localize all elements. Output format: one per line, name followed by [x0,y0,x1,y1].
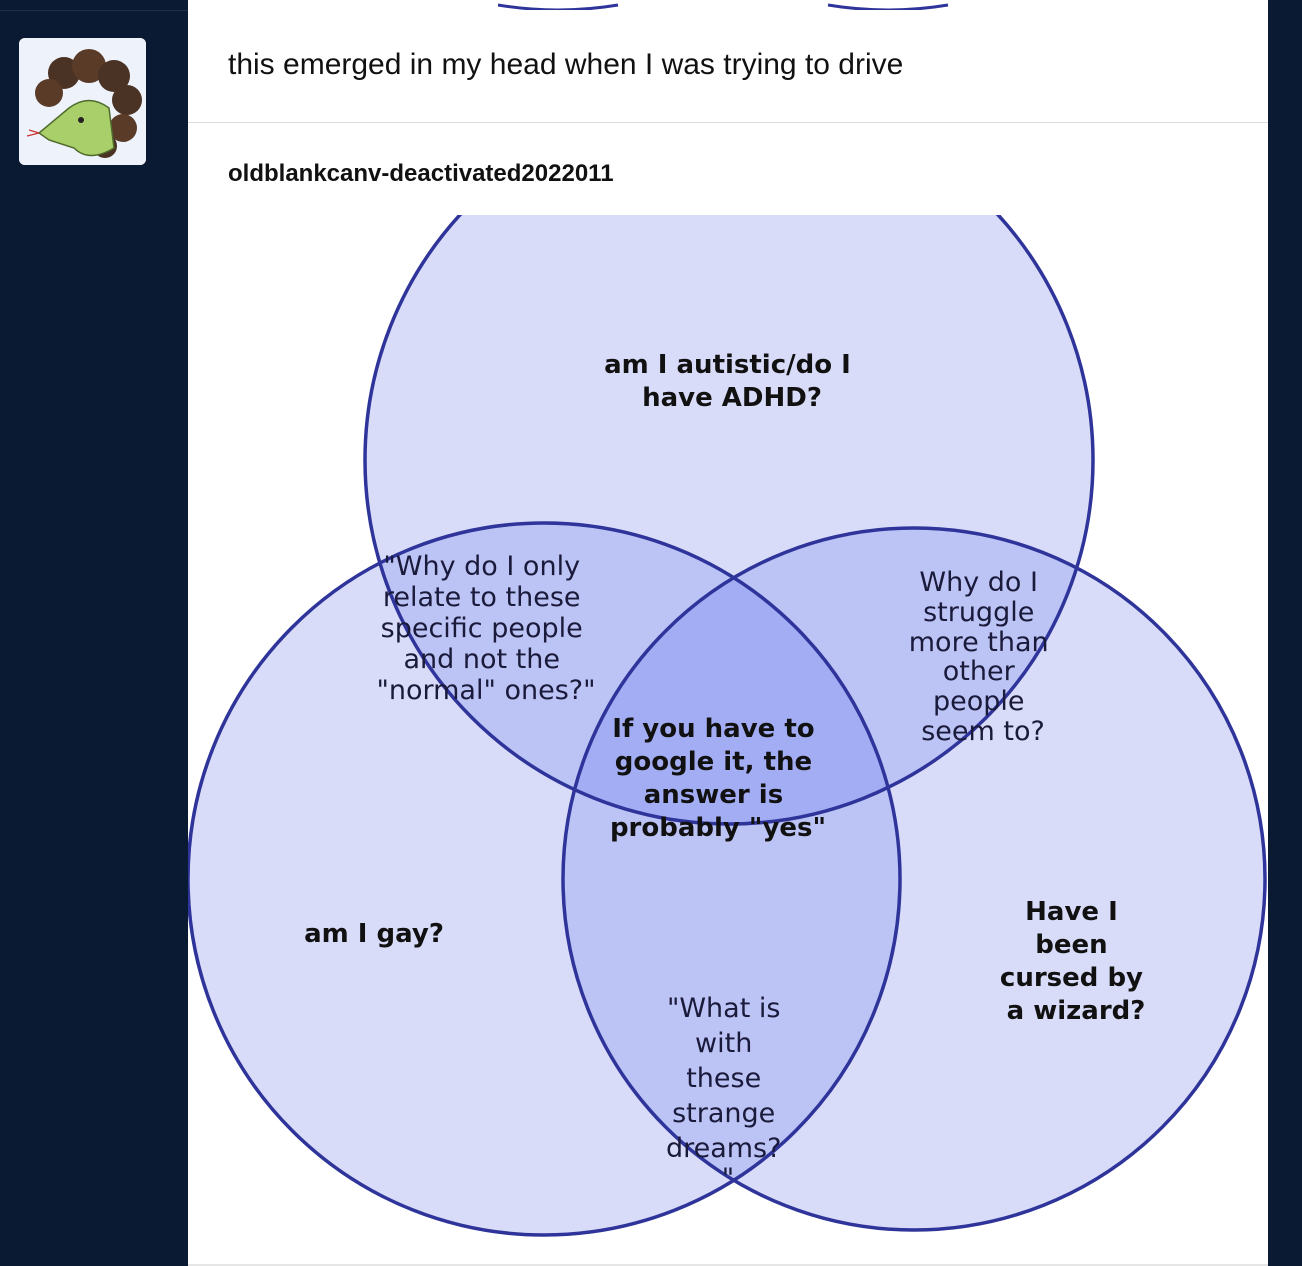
post-bottom-divider [188,1264,1268,1266]
top-left-overlap-label: "Why do I only relate to these specific … [376,551,595,706]
reblog-username[interactable]: oldblankcanv-deactivated2022011 [228,160,614,187]
right-background-edge [1268,0,1302,1266]
snake-character-avatar-icon [19,38,146,165]
post-title: this emerged in my head when I was tryin… [228,48,904,81]
top-right-overlap-label: Why do I struggle more than other people… [909,567,1057,747]
post-header: this emerged in my head when I was tryin… [188,10,1268,123]
left-circle-label: am I gay? [304,919,444,949]
post-card: this emerged in my head when I was tryin… [188,10,1268,1266]
top-circle-label: am I autistic/do I have ADHD? [604,350,860,413]
avatar[interactable] [19,38,146,165]
right-circle-label: Have I been cursed by a wizard? [1000,897,1152,1026]
center-overlap-label: If you have to google it, the answer is … [610,714,826,843]
venn-diagram-image: am I autistic/do I have ADHD? am I gay? … [188,215,1267,1237]
bottom-overlap-label: "What is with these strange dreams? " [666,993,790,1194]
previous-post-edge [188,0,1268,12]
